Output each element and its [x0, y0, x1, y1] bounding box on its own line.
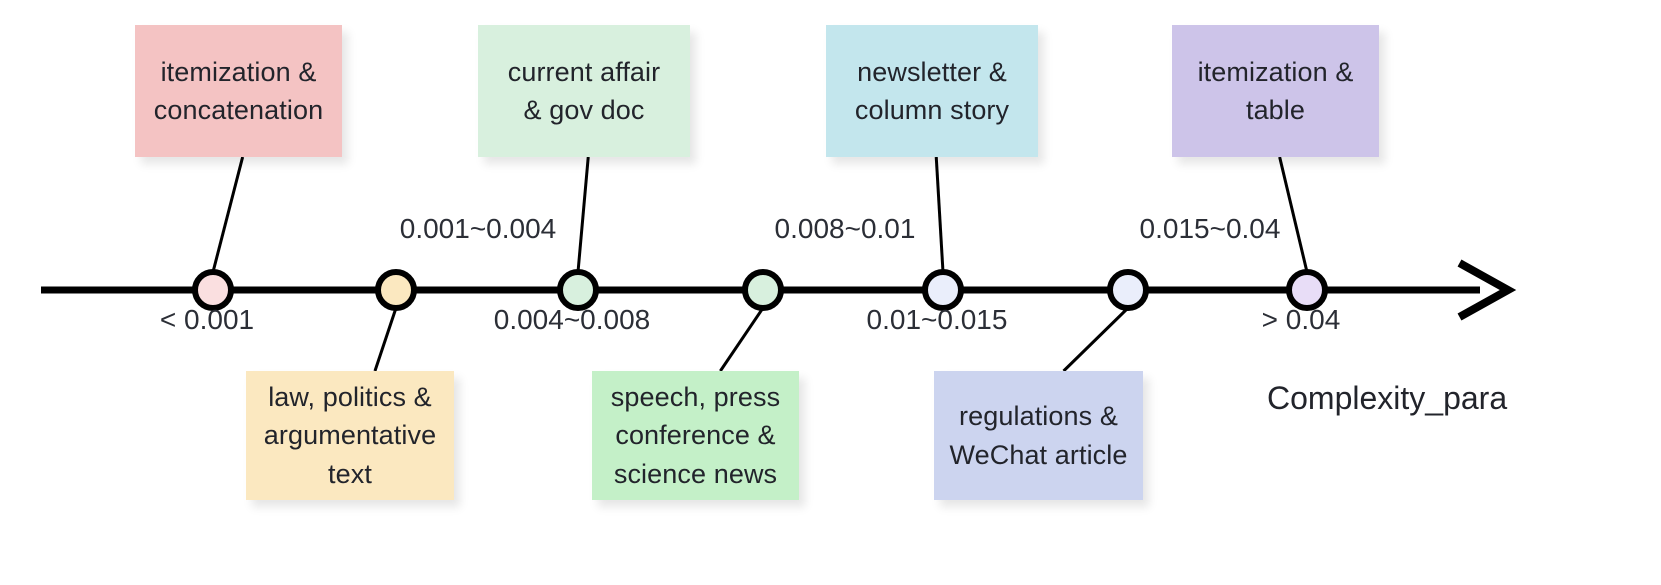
note-box-line: newsletter &: [857, 56, 1007, 87]
timeline-node-dot[interactable]: [922, 269, 964, 311]
note-box[interactable]: speech, press conference & science news: [592, 371, 799, 500]
note-box-line: speech, press: [610, 382, 781, 412]
note-box-line: column story: [854, 95, 1010, 125]
note-box-line: itemization &: [1197, 56, 1354, 87]
leader-line: [1062, 306, 1130, 373]
note-box-line: law, politics &: [268, 382, 432, 412]
note-box-line: itemization &: [160, 56, 317, 87]
note-box[interactable]: current affair & gov doc: [478, 25, 690, 157]
timeline-node-dot[interactable]: [192, 269, 234, 311]
leader-line: [719, 307, 765, 372]
note-box-line: conference &: [615, 420, 776, 451]
timeline-node-dot[interactable]: [1286, 269, 1328, 311]
leader-line: [1278, 156, 1309, 273]
timeline-node-dot[interactable]: [557, 269, 599, 311]
timeline-node-dot[interactable]: [375, 269, 417, 311]
note-box-line: text: [328, 458, 372, 489]
note-box-line: current affair: [507, 56, 661, 87]
range-label: < 0.001: [159, 304, 255, 335]
note-box[interactable]: law, politics & argumentative text: [246, 371, 454, 500]
node-dots-group: [192, 269, 1328, 311]
note-box[interactable]: regulations & WeChat article: [934, 371, 1143, 500]
note-box[interactable]: itemization & concatenation: [135, 25, 342, 157]
note-box-line: concatenation: [153, 95, 324, 125]
range-label: > 0.04: [1261, 304, 1341, 335]
leader-line: [576, 156, 590, 273]
leader-line: [211, 156, 245, 273]
range-label: 0.008~0.01: [774, 213, 916, 244]
range-label: 0.01~0.015: [866, 304, 1008, 335]
note-box[interactable]: newsletter & column story: [826, 25, 1038, 157]
note-box-line: WeChat article: [949, 439, 1128, 470]
axis-title: Complexity_para: [1267, 380, 1508, 416]
range-label: 0.004~0.008: [493, 304, 651, 335]
leader-lines-group: [211, 156, 1309, 373]
timeline-node-dot[interactable]: [1107, 269, 1149, 311]
note-box-line: & gov doc: [523, 95, 645, 125]
leader-line: [934, 156, 945, 273]
axis-arrowhead-icon: [1457, 259, 1517, 321]
range-label: 0.015~0.04: [1139, 213, 1281, 244]
note-box-line: table: [1245, 95, 1306, 125]
note-box[interactable]: itemization & table: [1172, 25, 1379, 157]
timeline-node-dot[interactable]: [742, 269, 784, 311]
note-box-line: argumentative: [263, 420, 437, 451]
note-box-line: regulations &: [959, 401, 1118, 432]
note-box-line: science news: [613, 458, 778, 489]
leader-line: [373, 307, 398, 372]
range-label: 0.001~0.004: [399, 213, 557, 244]
